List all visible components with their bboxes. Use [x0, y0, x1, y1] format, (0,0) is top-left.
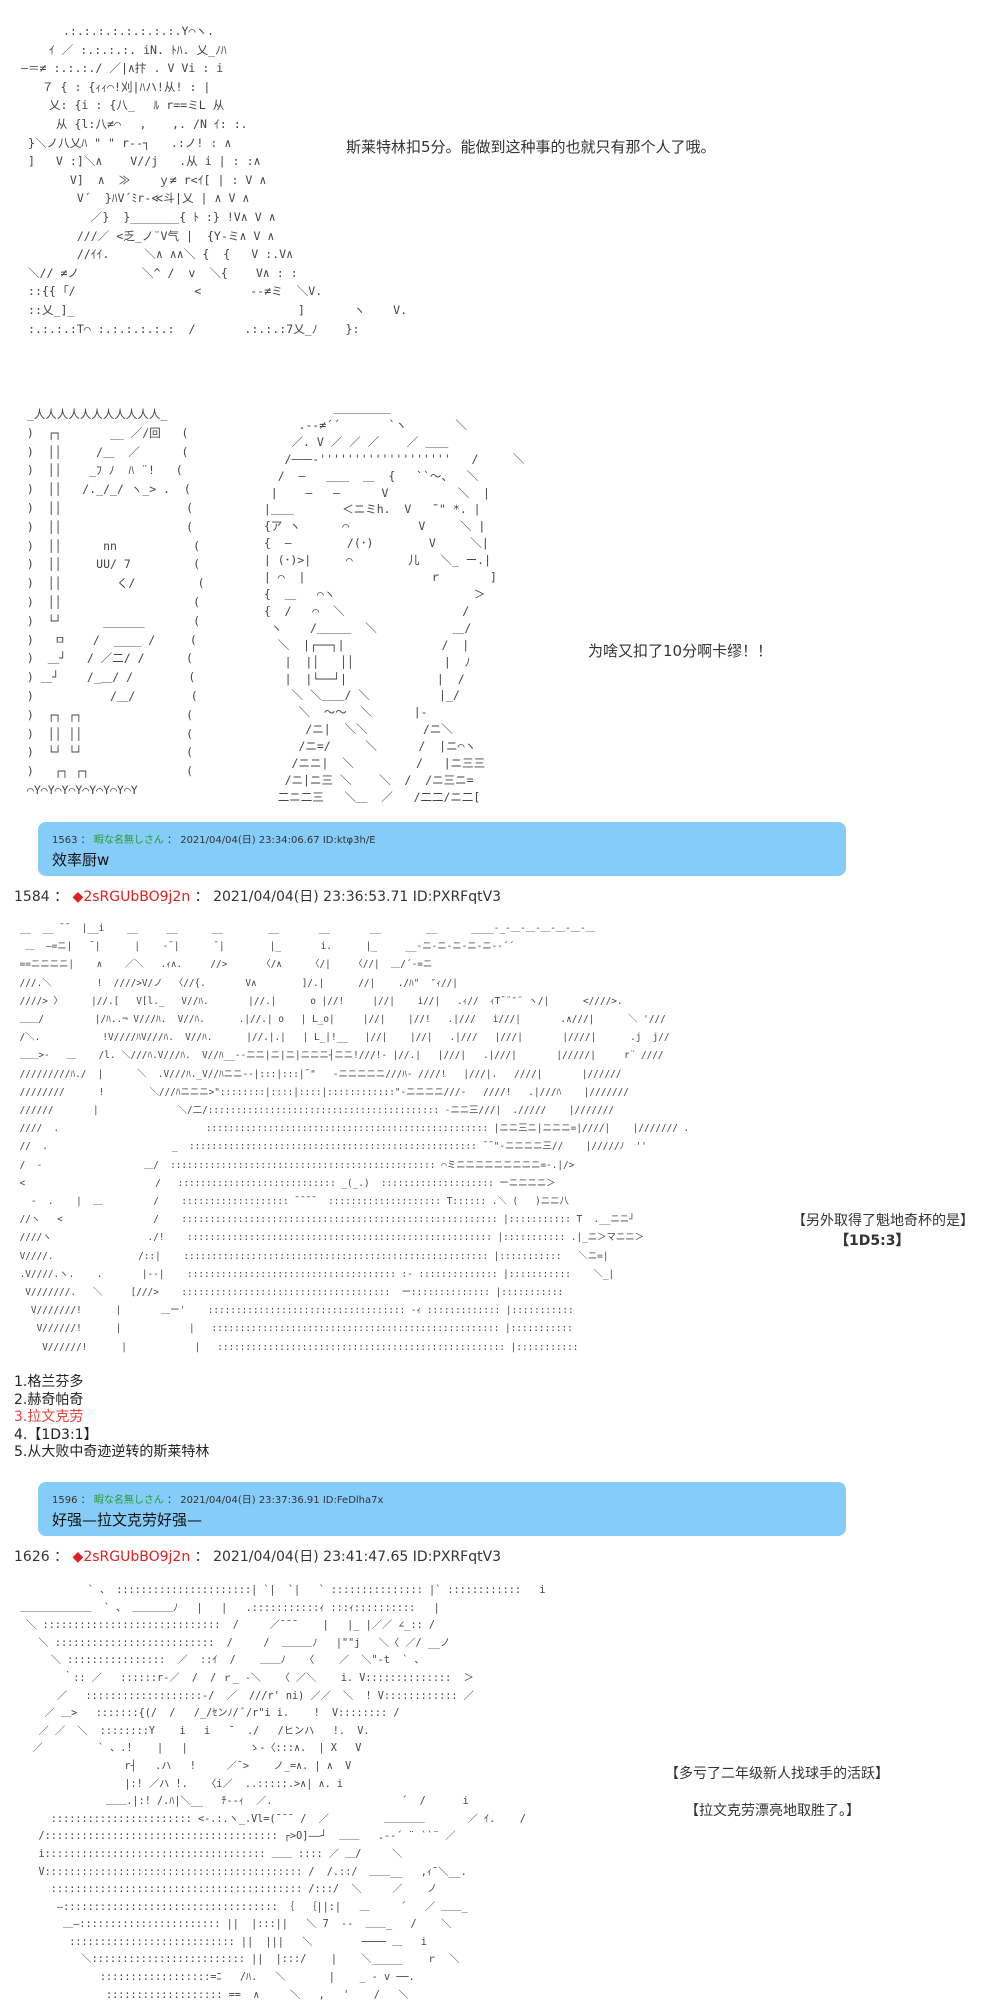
house-choice-list: 1.格兰芬多 2.赫奇帕奇 3.拉文克劳 4.【1D3:1】 5.从大败中奇迹逆…: [14, 1374, 209, 1462]
choice-item: 5.从大败中奇迹逆转的斯莱特林: [14, 1444, 210, 1460]
poster-name: 暇な名無しさん: [93, 1495, 164, 1506]
post-datetime: 2021/04/04(日) 23:36:53.71: [213, 889, 409, 905]
tripcode: 2sRGUbBO9j2n: [83, 889, 191, 905]
tripcode: 2sRGUbBO9j2n: [83, 1549, 191, 1565]
scene1-caption: 斯莱特林扣5分。能做到这种事的也就只有那个人了哦。: [346, 138, 716, 156]
poster-name: 暇な名無しさん: [93, 835, 164, 846]
scene4-caption-line2: 【拉文克劳漂亮地取胜了。】: [685, 1803, 860, 1819]
choice-item: 1.格兰芬多: [14, 1374, 84, 1390]
choice-item: 2.赫奇帕奇: [14, 1391, 84, 1408]
trip-diamond-icon: ◆: [72, 889, 84, 905]
reply-meta: 1563 ： 暇な名無しさん ： 2021/04/04(日) 23:34:06.…: [52, 835, 376, 846]
post-number[interactable]: 1596: [52, 1495, 78, 1506]
reply-body: 好强—拉文克劳好强—: [52, 1511, 203, 1529]
scene3-caption-line1: 【另外取得了魁地奇杯的是】: [792, 1213, 974, 1229]
post-header-1584: 1584 ： ◆2sRGUbBO9j2n ： 2021/04/04(日) 23:…: [14, 889, 502, 905]
ascii-art-castle-scene: __ __ ¯¯ |__i __ __ __ __ __ __ __ ____-…: [19, 923, 690, 1353]
ascii-art-character-1: .:.:.:.:.:.:.:.:.Y⌒ヽ. ｲ ／ :.:.:.:. iN. ﾄ…: [20, 24, 408, 336]
post-header-1626: 1626 ： ◆2sRGUbBO9j2n ： 2021/04/04(日) 23:…: [14, 1549, 502, 1565]
post-number[interactable]: 1626: [14, 1549, 50, 1565]
post-datetime: 2021/04/04(日) 23:37:36.91: [180, 1495, 320, 1506]
poster-id[interactable]: ID:FeDlha7x: [322, 1495, 384, 1506]
reply-body: 效率厨w: [52, 851, 110, 869]
post-number[interactable]: 1584: [14, 889, 50, 905]
post-number[interactable]: 1563: [52, 835, 78, 846]
trip-diamond-icon: ◆: [72, 1549, 84, 1565]
poster-id[interactable]: ID:ktφ3h/E: [322, 835, 376, 846]
post-datetime: 2021/04/04(日) 23:34:06.67: [180, 835, 320, 846]
reply-meta: 1596 ： 暇な名無しさん ： 2021/04/04(日) 23:37:36.…: [52, 1495, 384, 1506]
reply-bubble-1596: 1596 ： 暇な名無しさん ： 2021/04/04(日) 23:37:36.…: [38, 1482, 846, 1536]
poster-id[interactable]: ID:PXRFqtV3: [412, 1549, 502, 1565]
ascii-art-seeker-catching: ` 、 ::::::::::::::::::::::| `| `| ` ::::…: [20, 1585, 546, 2001]
post-datetime: 2021/04/04(日) 23:41:47.65: [213, 1549, 409, 1565]
choice-item-highlighted: 3.拉文克劳: [14, 1409, 84, 1425]
choice-item: 4.【1D3:1】: [14, 1426, 98, 1443]
scene3-caption-line2: 【1D5:3】: [835, 1233, 910, 1249]
ascii-art-shocked-face: ＿＿＿＿＿ .-‐≠´´ `ヽ ＼ ／. V ／ ／ ／ ／ ＿＿ /―――-'…: [263, 401, 525, 804]
poster-id[interactable]: ID:PXRFqtV3: [412, 889, 502, 905]
ascii-art-poster: _人人人人人人人人人人人_ ) ┌┐ __ ／/回 ( ) ││ /＿ ／ ( …: [26, 407, 205, 797]
scene2-caption: 为啥又扣了10分啊卡缪！！: [588, 642, 773, 660]
scene4-caption-line1: 【多亏了二年级新人找球手的活跃】: [665, 1766, 889, 1782]
reply-bubble-1563: 1563 ： 暇な名無しさん ： 2021/04/04(日) 23:34:06.…: [38, 822, 846, 876]
